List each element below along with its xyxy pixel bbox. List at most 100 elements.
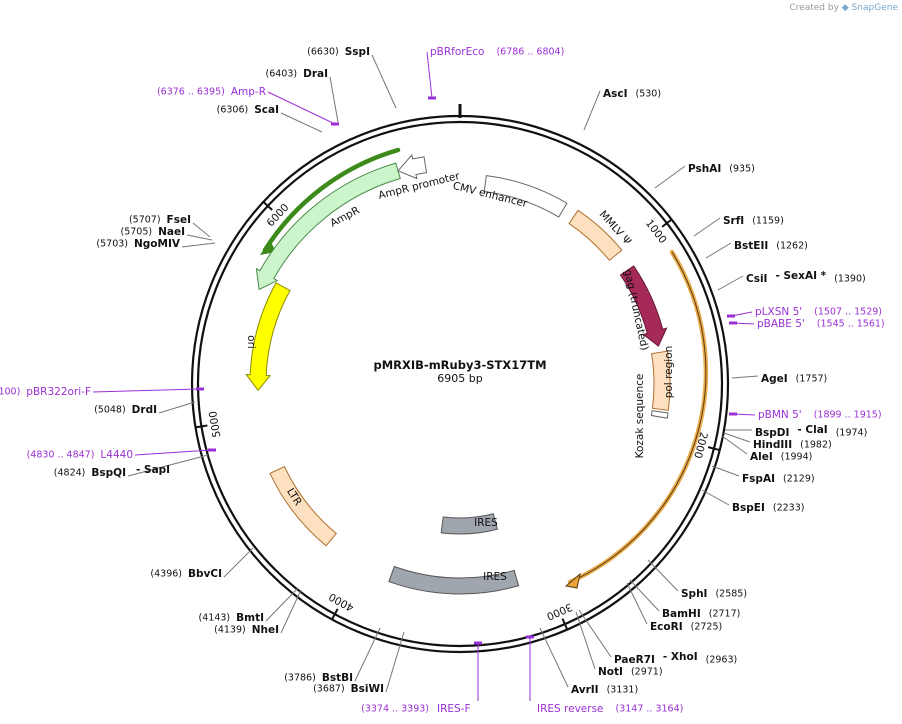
site-position: (4139) [214, 625, 246, 636]
feature-label: pol region [663, 346, 675, 399]
tick-mark-2000 [707, 446, 720, 452]
site-position: (1974) [836, 428, 868, 439]
primer-name[interactable]: pBABE 5' [757, 318, 805, 330]
site-name[interactable]: HindIII [753, 439, 792, 451]
site-position: (1757) [796, 374, 828, 385]
primer-leader-line [92, 388, 201, 393]
snapgene-logo: ◆ SnapGene [841, 3, 898, 13]
site-name[interactable]: AgeI [761, 373, 788, 385]
site-leader-line [192, 222, 211, 238]
site-leader-line [723, 432, 751, 443]
site-leader-line [647, 559, 679, 592]
primer-name[interactable]: pBR322ori-F [26, 386, 91, 398]
primer-leader-line [732, 322, 755, 325]
site-name[interactable]: FspAI [742, 473, 775, 485]
site-name[interactable]: SrfI [723, 215, 744, 227]
site-leader-line [721, 435, 748, 455]
site-name[interactable]: NheI [252, 624, 279, 636]
site-position: (2233) [773, 503, 805, 514]
site-name[interactable]: BspQI [91, 467, 126, 479]
feature-ampr[interactable] [255, 162, 401, 291]
primer-name[interactable]: IRES reverse [537, 703, 604, 715]
site-leader-line [701, 489, 730, 506]
feature-kozak-sequence[interactable] [650, 410, 669, 419]
site-name[interactable]: AleI [750, 451, 773, 463]
feature-pol-region[interactable] [651, 350, 671, 411]
site-position: (1982) [800, 440, 832, 451]
tick-label-4000: 4000 [327, 590, 356, 613]
site-extra[interactable]: - XhoI [663, 651, 698, 663]
feature-ires[interactable] [440, 513, 498, 535]
site-name[interactable]: BspEI [732, 502, 765, 514]
site-extra[interactable]: - ClaI [797, 424, 827, 436]
site-position: (1159) [752, 216, 784, 227]
feature-gag-truncated-[interactable] [619, 265, 668, 347]
feature-label: ori [245, 335, 257, 349]
site-name[interactable]: BstBI [322, 672, 353, 684]
site-leader-line [693, 217, 721, 237]
site-position: (5703) [96, 239, 128, 250]
site-name[interactable]: BstEII [734, 240, 768, 252]
site-leader-line [354, 627, 381, 682]
primer-name[interactable]: L4440 [100, 449, 133, 461]
restriction-site-labels: SspI(6630)DraI(6403)ScaI(6306)FseI(5707)… [54, 46, 868, 696]
feature-mmlv-[interactable] [568, 209, 623, 262]
site-name[interactable]: ScaI [254, 104, 279, 116]
site-name[interactable]: BamHI [662, 608, 701, 620]
site-extra[interactable]: - SapI [136, 464, 170, 476]
site-position: (4396) [150, 569, 182, 580]
site-name[interactable]: BbvCI [188, 568, 222, 580]
site-name[interactable]: BspDI [755, 427, 789, 439]
site-name[interactable]: DraI [303, 68, 328, 80]
site-position: (2963) [706, 655, 738, 666]
site-name[interactable]: EcoRI [650, 621, 683, 633]
site-leader-line [626, 582, 648, 625]
credit-prefix: Created by [789, 3, 839, 13]
primer-range: (1545 .. 1561) [817, 319, 885, 330]
site-name[interactable]: FseI [167, 214, 191, 226]
site-name[interactable]: PaeR7I [614, 654, 655, 666]
tick-mark-4000 [331, 608, 339, 620]
primer-name[interactable]: IRES-F [437, 703, 471, 715]
feature-label: IRES [483, 571, 507, 583]
site-name[interactable]: BmtI [236, 612, 264, 624]
plasmid-length: 6905 bp [437, 372, 482, 385]
site-name[interactable]: PshAI [688, 163, 721, 175]
site-name[interactable]: NaeI [158, 226, 185, 238]
site-name[interactable]: AscI [603, 88, 628, 100]
feature-ampr-promoter[interactable] [397, 153, 428, 180]
primer-name[interactable]: pBRforEco [430, 46, 484, 58]
primer-leader-line [730, 311, 753, 317]
site-position: (6403) [266, 69, 298, 80]
site-name[interactable]: NgoMIV [134, 238, 181, 250]
site-name[interactable]: SphI [681, 588, 707, 600]
feature-ori[interactable] [245, 282, 291, 392]
site-name[interactable]: SspI [345, 46, 370, 58]
site-extra[interactable]: - SexAI * [775, 270, 826, 282]
site-name[interactable]: NotI [598, 666, 623, 678]
site-position: (3687) [313, 684, 345, 695]
site-position: (2725) [691, 622, 723, 633]
site-position: (5705) [121, 227, 153, 238]
orf-highlight-line [569, 251, 707, 583]
primer-leader-line [267, 91, 336, 125]
site-leader-line [127, 454, 209, 477]
tick-label-5000: 5000 [207, 410, 223, 438]
primer-range: (6786 .. 6804) [496, 47, 564, 58]
site-name[interactable]: DrdI [132, 404, 157, 416]
primer-name[interactable]: pBMN 5' [758, 409, 802, 421]
plasmid-backbone [190, 104, 730, 654]
site-position: (2971) [631, 667, 663, 678]
feature-cmv-enhancer[interactable] [483, 175, 568, 218]
primer-name[interactable]: pLXSN 5' [755, 306, 802, 318]
site-name[interactable]: AvrII [571, 684, 599, 696]
feature-ltr[interactable] [269, 465, 338, 547]
feature-ires[interactable] [388, 565, 520, 595]
site-position: (2129) [783, 474, 815, 485]
site-leader-line [629, 579, 660, 612]
site-name[interactable]: BsiWI [351, 683, 384, 695]
site-name[interactable]: CsiI [746, 273, 767, 285]
primer-name[interactable]: Amp-R [231, 86, 266, 98]
site-position: (2585) [715, 589, 747, 600]
